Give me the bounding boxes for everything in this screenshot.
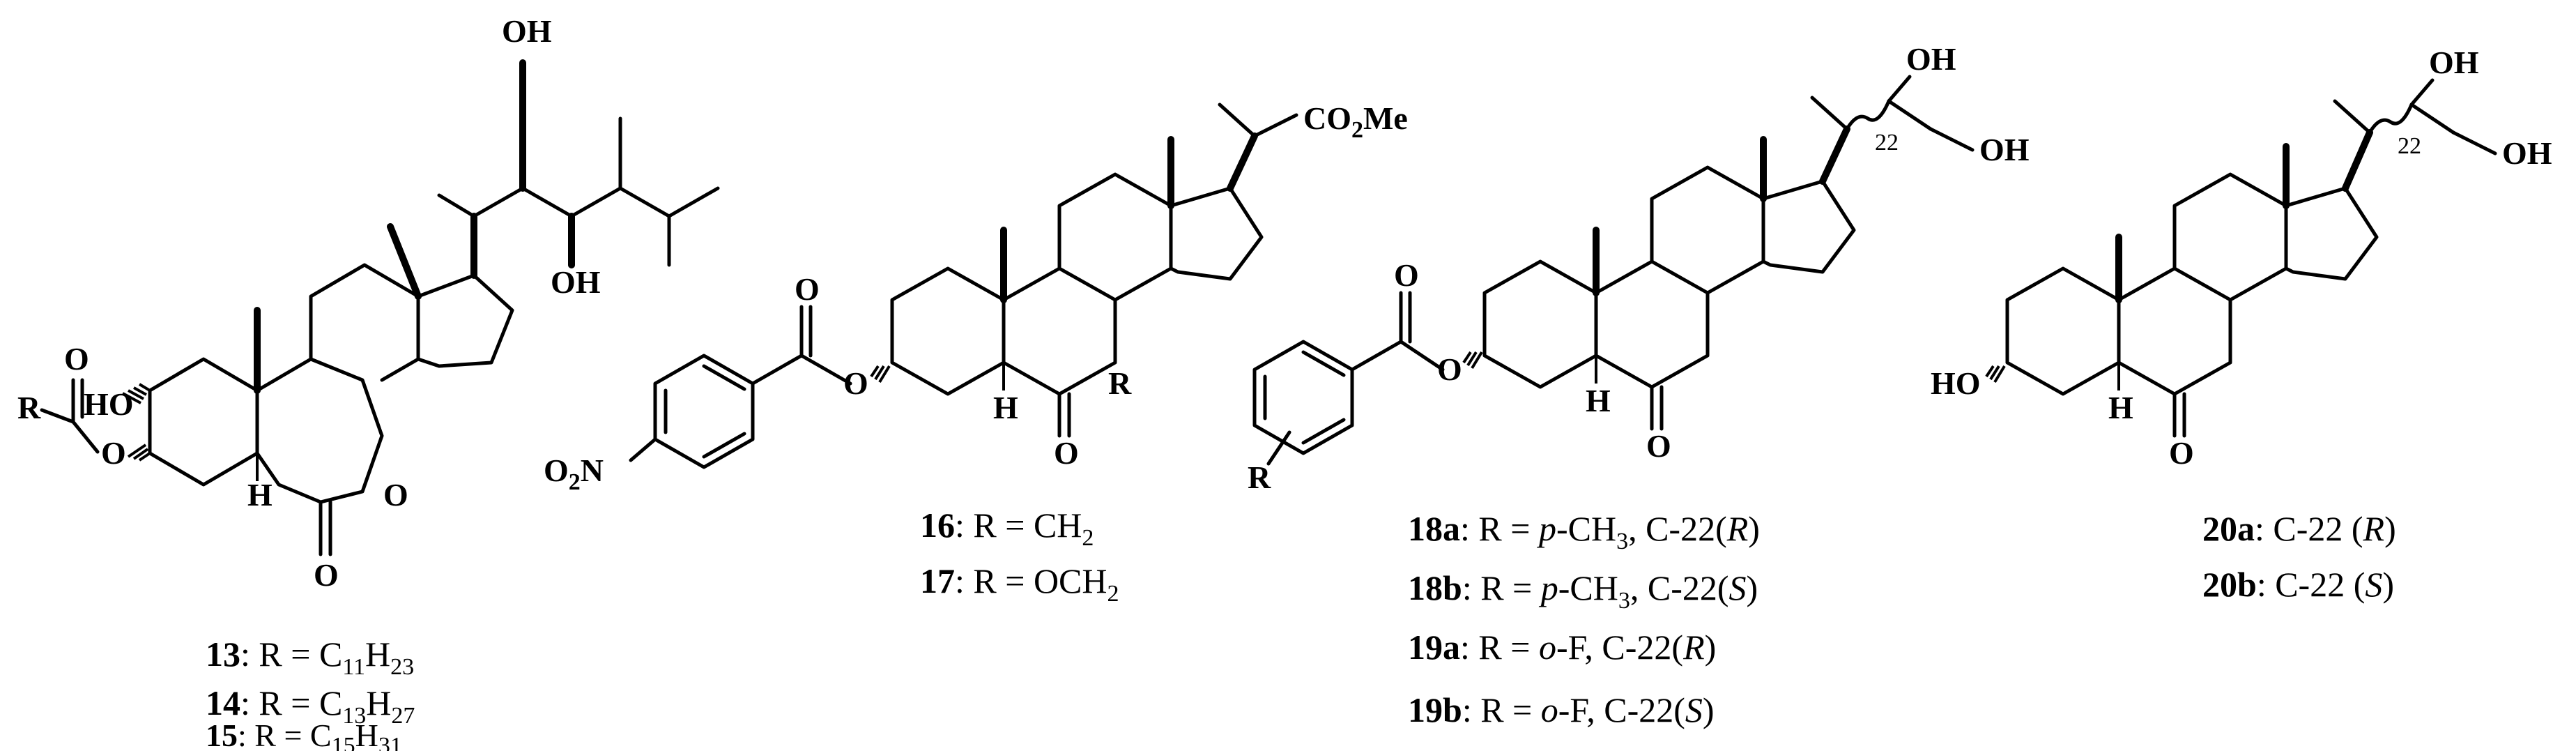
- molecule-20-bonds: [1985, 78, 2497, 438]
- atom-oh-mid: OH: [551, 264, 601, 300]
- atom-r: R: [1108, 365, 1132, 401]
- atom-o-carbonyl: O: [64, 341, 89, 377]
- caption-19a: 19a: R = o-F, C-22(R): [1408, 628, 1716, 667]
- atom-o-ketone: O: [1054, 435, 1079, 471]
- caption-17: 17: R = OCH2: [920, 561, 1119, 607]
- atom-o-ester: O: [101, 435, 126, 471]
- atom-r: R: [17, 390, 41, 425]
- atom-o-ester: O: [1437, 351, 1462, 387]
- caption-16: 16: R = CH2: [920, 506, 1094, 551]
- molecule-13-15-bonds: [40, 59, 720, 556]
- atom-oh-right: OH: [1979, 132, 2030, 167]
- caption-19b: 19b: R = o-F, C-22(S): [1408, 690, 1715, 729]
- atom-h: H: [2108, 390, 2133, 425]
- atom-o-lactone-carbonyl: O: [314, 557, 339, 593]
- molecule-20: OH OH 22 HO H O 20a: C-22 (R) 20b: C-22 …: [1931, 45, 2552, 604]
- atom-o-ketone: O: [2169, 435, 2194, 471]
- atom-oh-top: OH: [1906, 41, 1956, 77]
- atom-o-carbonyl: O: [795, 271, 820, 307]
- molecule-16-17-bonds: [629, 103, 1298, 469]
- atom-co2me: CO2Me: [1303, 100, 1408, 143]
- atom-h: H: [247, 477, 273, 513]
- atom-ho-left: HO: [1931, 365, 1981, 401]
- atom-oh-top: OH: [2429, 45, 2479, 80]
- atom-h: H: [993, 390, 1018, 425]
- caption-20a: 20a: C-22 (R): [2202, 509, 2396, 548]
- atom-o-ester: O: [843, 365, 868, 401]
- atom-o-carbonyl: O: [1394, 257, 1419, 293]
- caption-15: 15: R = C15H31: [206, 718, 402, 751]
- atom-ho-left: HO: [84, 386, 134, 422]
- atom-h: H: [1586, 383, 1611, 418]
- molecule-16-17: CO2Me O O O2N H O R 16: R = CH2 17: R = …: [544, 100, 1408, 607]
- atom-o2n: O2N: [544, 453, 604, 495]
- atom-oh-right: OH: [2502, 135, 2552, 171]
- caption-18b: 18b: R = p-CH3, C-22(S): [1408, 568, 1758, 614]
- caption-13: 13: R = C11H23: [206, 635, 414, 680]
- atom-label-c22: 22: [2398, 133, 2421, 159]
- atom-oh-top: OH: [502, 13, 552, 49]
- atom-r: R: [1248, 460, 1271, 495]
- molecule-18-19-bonds: [1252, 75, 1975, 466]
- caption-18a: 18a: R = p-CH3, C-22(R): [1408, 509, 1760, 554]
- atom-o-ketone: O: [1646, 428, 1671, 464]
- molecule-13-15: OH OH HO O O R H O O 13: R = C11H23 14: …: [17, 13, 720, 751]
- atom-label-c22: 22: [1875, 130, 1899, 155]
- caption-20b: 20b: C-22 (S): [2202, 565, 2394, 604]
- atom-o-lactone-ring: O: [383, 477, 408, 513]
- caption-14: 14: R = C13H27: [206, 683, 415, 729]
- molecule-18-19: OH OH 22 O O R H O 18a: R = p-CH3, C-22(…: [1248, 41, 2030, 729]
